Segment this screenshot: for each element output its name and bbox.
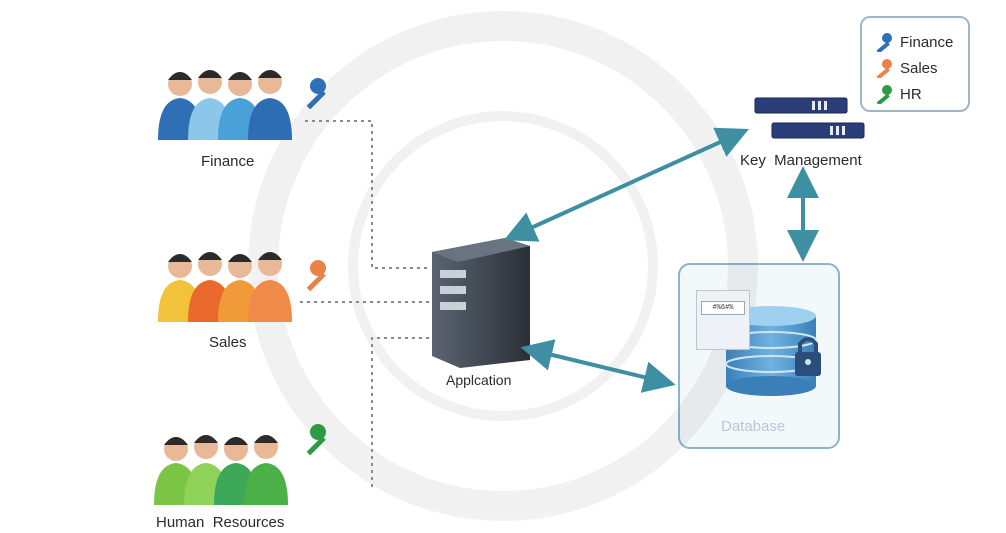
legend-label: HR (900, 85, 922, 103)
hr-key-icon (306, 424, 326, 456)
key-icon (876, 59, 892, 78)
record-tag: #%6#% (701, 301, 745, 315)
legend-label: Finance (900, 33, 954, 51)
arrow-app-keymgmt (503, 127, 749, 242)
finance-key-icon (306, 78, 326, 110)
legend-item-sales: Sales (870, 56, 938, 80)
hr-connector (371, 337, 430, 487)
application-server-icon (432, 238, 530, 368)
dotted-connectors (300, 120, 430, 487)
finance-people-icon (158, 70, 292, 140)
key-management-server-icon (754, 97, 865, 139)
arrow-app-db (520, 339, 676, 393)
finance-connector (305, 120, 430, 269)
key-icon (876, 33, 892, 52)
lock-icon (795, 337, 821, 376)
hr-label: Human Resources (156, 514, 285, 531)
key-management-label: Key Management (740, 152, 862, 169)
legend-item-finance: Finance (870, 30, 953, 54)
encrypted-record: #%6#% (696, 290, 750, 350)
database-label: Database (721, 418, 786, 435)
hr-people-icon (154, 435, 288, 505)
key-icon (876, 85, 892, 104)
sales-key-icon (306, 260, 326, 292)
legend-item-hr: HR (870, 82, 922, 106)
legend-label: Sales (900, 59, 938, 77)
finance-label: Finance (201, 153, 255, 170)
application-label: Applcation (446, 372, 512, 388)
sales-people-icon (158, 252, 292, 322)
sales-label: Sales (209, 334, 247, 351)
legend: Finance Sales HR (860, 16, 970, 112)
